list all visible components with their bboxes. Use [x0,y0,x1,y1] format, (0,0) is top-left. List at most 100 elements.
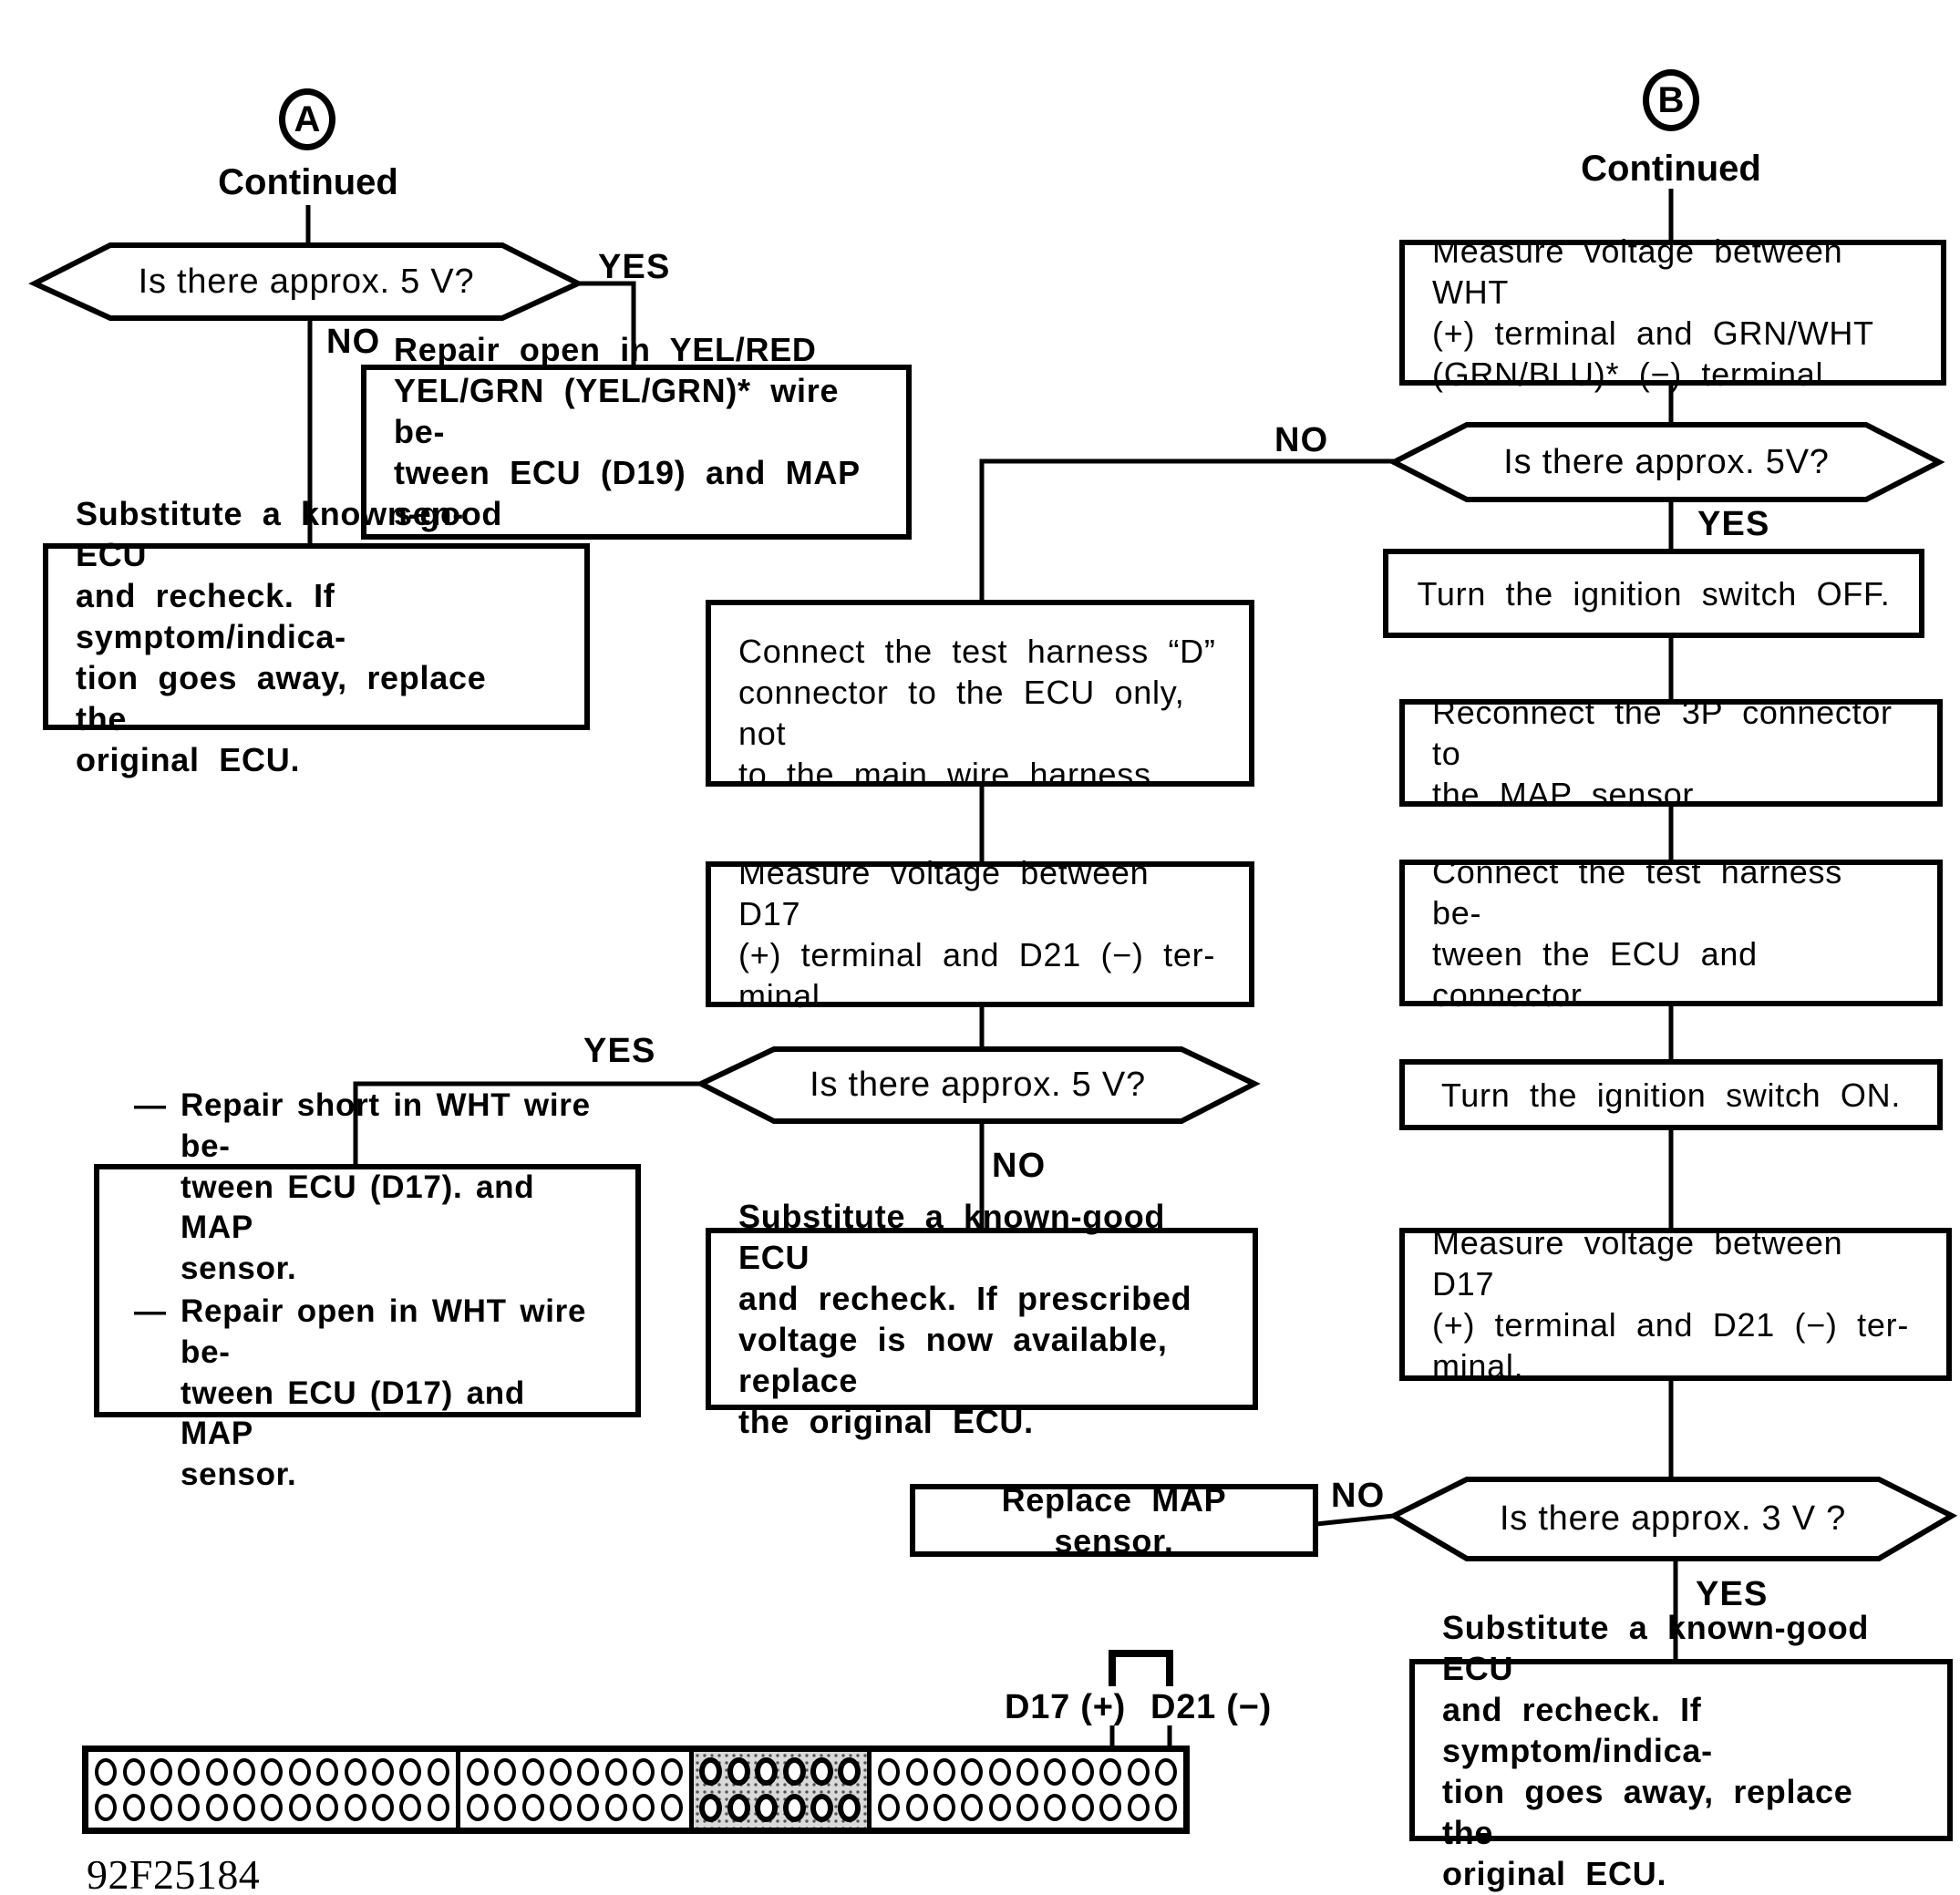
pin-row [464,1754,686,1790]
pin-row [697,1790,863,1827]
connector-section-2 [455,1752,689,1828]
pin-cell [630,1757,657,1786]
connector-pin [205,1757,228,1786]
pin-cell [148,1757,175,1786]
terminator-a-letter: A [294,98,321,139]
pin-cell [92,1757,119,1786]
pin-cell [808,1757,835,1787]
step-m-measure-d17-d21: Measure voltage between D17 (+) terminal… [706,854,1254,1014]
connector-pin [399,1757,422,1786]
pin-cell [780,1757,808,1787]
step-connect-test-harness-d: Connect the test harness “D” connector t… [706,600,1254,793]
edge-label-m-yes: YES [583,1032,656,1070]
pin-cell [985,1757,1013,1786]
connector-pin [178,1757,201,1786]
connector-pin [261,1794,284,1822]
decision-center-5v-shape [695,1046,1261,1124]
step-repair-yel-red: Repair open in YEL/RED YEL/GRN (YEL/GRN)… [361,331,912,573]
pin-cell [314,1757,341,1786]
connector-pin [961,1757,984,1786]
connector-pin [810,1757,833,1787]
edge-label-b-no: NO [1274,421,1329,459]
pin-cell [1014,1794,1041,1822]
connector-pin [1099,1794,1122,1822]
step-m-measure-d17-d21-text: Measure voltage between D17 (+) terminal… [738,854,1216,1014]
pin-cell [1124,1757,1151,1786]
step-ignition-on-text: Turn the ignition switch ON. [1440,1076,1902,1114]
pin-cell [808,1793,835,1822]
edge-m-yes [353,1081,701,1166]
connector-pin [466,1794,489,1822]
step-connect-harness-text: Connect the test harness be- tween the E… [1432,852,1842,1014]
connector-pin [988,1794,1011,1822]
step-b-substitute-ecu: Substitute a known-good ECU and recheck.… [1409,1609,1953,1892]
terminator-b-letter: B [1657,79,1685,120]
step-reconnect-3p: Reconnect the 3P connector to the MAP se… [1399,694,1943,813]
terminator-b: B [1643,69,1699,131]
continued-label-b: Continued [1581,149,1761,189]
pin-cell [958,1757,985,1786]
pin-cell [958,1794,985,1822]
step-a-substitute-ecu: Substitute a known-good ECU and recheck.… [43,495,590,778]
pin-cell [1152,1757,1180,1786]
connector-pin [577,1794,600,1822]
pin-cell [175,1757,202,1786]
connector-pin [344,1757,366,1786]
pin-row [92,1754,452,1790]
pin-cell [1069,1757,1097,1786]
connector-pin [727,1757,750,1787]
connector-pin [755,1757,779,1787]
connector-pin [1044,1794,1067,1822]
pin-cell [753,1757,780,1787]
step-ignition-on: Turn the ignition switch ON. [1399,1059,1943,1130]
connector-pin [810,1793,833,1822]
pin-cell [931,1757,958,1786]
pin-cell [258,1757,285,1786]
connector-pin [316,1794,339,1822]
pin-cell [464,1794,491,1822]
step-replace-map-sensor: Replace MAP sensor. [910,1481,1318,1560]
terminator-a: A [279,88,335,150]
decision-center-5v: Is there approx. 5 V? [701,1049,1254,1121]
connector-pin [604,1757,627,1786]
connector-pin [782,1757,806,1787]
pin-cell [1152,1794,1180,1822]
decision-b-3v: Is there approx. 3 V ? [1394,1479,1952,1559]
step-ignition-off-text: Turn the ignition switch OFF. [1417,574,1891,613]
decision-b-3v-text: Is there approx. 3 V ? [1499,1499,1847,1538]
decision-a-5v-text: Is there approx. 5 V? [138,262,475,301]
connector-pin [1016,1757,1039,1786]
pin-cell [119,1757,147,1786]
step-measure-wht-grn-text: Measure voltage between WHT (+) terminal… [1432,232,1874,393]
pin-cell [1041,1757,1068,1786]
decision-b-3v-shape [1387,1477,1958,1561]
connector-pin [288,1757,311,1786]
connector-pin [1127,1757,1150,1786]
connector-pin [1154,1794,1177,1822]
edge-label-b-yes: YES [1697,505,1770,543]
connector-pin [633,1794,655,1822]
pin-cell [369,1794,397,1822]
pin-cell [397,1794,424,1822]
connector-pin [1044,1757,1067,1786]
pin-cell [657,1794,685,1822]
connector-pin [427,1794,449,1822]
pin-cell [520,1794,547,1822]
pin-cell [286,1757,314,1786]
decision-a-5v: Is there approx. 5 V? [35,245,578,318]
pin-cell [931,1794,958,1822]
connector-pin [122,1757,145,1786]
connector-pin [699,1757,723,1787]
dash-bullet: — [134,1087,166,1124]
connector-pin [905,1757,928,1786]
connector-pin [878,1794,901,1822]
connector-pin [371,1757,394,1786]
pin-cell [491,1794,519,1822]
edge-a-yes [578,281,636,366]
pin-cell [1014,1757,1041,1786]
decision-b-5v-shape [1387,422,1945,502]
pin-cell [203,1757,231,1786]
pin-cell [657,1757,685,1786]
connector-pin [122,1794,145,1822]
decision-b-5v-text: Is there approx. 5V? [1503,442,1830,481]
